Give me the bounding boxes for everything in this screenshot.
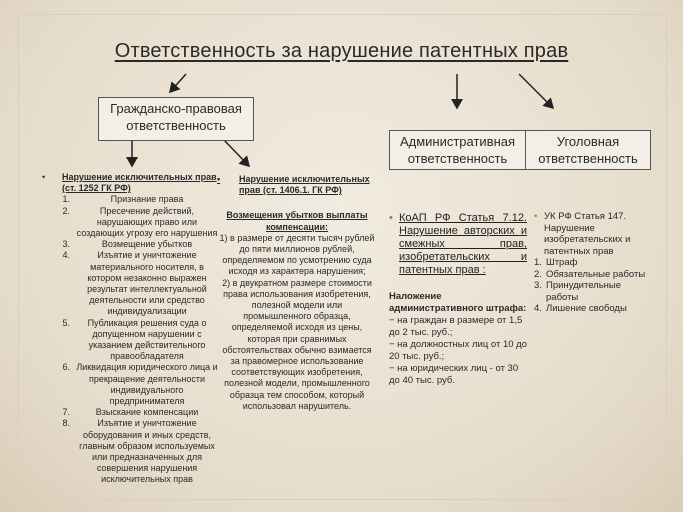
- exclusive-rights-heading: • Нарушение исключительных прав (ст. 125…: [42, 172, 217, 194]
- exclusive-rights-list: 1.Признание права 2.Пресечение действий,…: [42, 194, 220, 485]
- list-item: 1.Штраф: [534, 257, 578, 268]
- bullet-icon: •: [42, 172, 46, 182]
- list-item: 4.Изъятие и уничтожение материального но…: [62, 250, 207, 317]
- list-item: 1.Признание права: [62, 194, 184, 205]
- arrow-to-criminal: [518, 73, 555, 110]
- compensation-paragraph-2: 2) в двукратном размере стоимости права …: [222, 277, 372, 411]
- admin-fine-line: − на должностных лиц от 10 до 20 тыс. ру…: [389, 339, 527, 362]
- admin-fine-heading: Наложение административного штрафа:: [389, 291, 527, 314]
- criminal-heading: • УК РФ Статья 147. Нарушение изобретате…: [534, 211, 631, 257]
- arrow-to-civil: [169, 73, 187, 94]
- list-item: 5.Публикация решения суда о допущенном н…: [62, 317, 207, 362]
- compensation-column: • Нарушение исключительных прав (ст. 140…: [217, 174, 377, 412]
- compensation-heading: • Нарушение исключительных прав (ст. 140…: [217, 174, 370, 196]
- bullet-icon: •: [389, 212, 393, 224]
- criminal-penalties-list: 1.Штраф 2.Обязательные работы 3.Принудит…: [534, 257, 650, 315]
- criminal-column: • УК РФ Статья 147. Нарушение изобретате…: [534, 211, 650, 315]
- criminal-liability-box: Уголовная ответственность: [525, 130, 651, 170]
- admin-fine-line: − на юридических лиц - от 30 до 40 тыс. …: [389, 363, 519, 386]
- bullet-icon: •: [534, 211, 538, 222]
- list-item: 8.Изъятие и уничтожение оборудования и и…: [62, 418, 215, 485]
- list-item: 4.Лишение свободы: [534, 303, 627, 314]
- page-title: Ответственность за нарушение патентных п…: [0, 40, 683, 63]
- criminal-liability-label: Уголовная ответственность: [538, 134, 638, 166]
- slide-frame: [18, 14, 667, 500]
- page-title-text: Ответственность за нарушение патентных п…: [114, 40, 569, 62]
- compensation-subheading: Возмещения убытков выплаты компенсации:: [226, 210, 368, 232]
- list-item: 2.Пресечение действий, нарушающих право …: [62, 205, 218, 239]
- civil-liability-label: Гражданско-правовая ответственность: [110, 101, 242, 133]
- bullet-icon: •: [217, 174, 221, 184]
- list-item: 2.Обязательные работы: [534, 268, 646, 280]
- list-item: 3.Возмещение убытков: [62, 239, 193, 250]
- list-item: 7.Взыскание компенсации: [62, 407, 199, 418]
- admin-column: • КоАП РФ Статья 7.12. Нарушение авторск…: [389, 212, 527, 387]
- koap-article-link[interactable]: • КоАП РФ Статья 7.12. Нарушение авторск…: [389, 212, 527, 276]
- compensation-paragraph-1: 1) в размере от десяти тысяч рублей до п…: [219, 232, 375, 277]
- admin-liability-label: Административная ответственность: [399, 134, 516, 166]
- list-item: 6.Ликвидация юридического лица и прекращ…: [62, 362, 218, 407]
- civil-liability-box: Гражданско-правовая ответственность: [98, 97, 254, 141]
- exclusive-rights-column: • Нарушение исключительных прав (ст. 125…: [42, 172, 220, 486]
- admin-fine-line: − на граждан в размере от 1,5 до 2 тыс. …: [389, 315, 523, 338]
- admin-liability-box: Административная ответственность: [389, 130, 526, 170]
- arrow-to-compensation: [223, 139, 251, 168]
- list-item: 3.Принудительные работы: [534, 280, 622, 303]
